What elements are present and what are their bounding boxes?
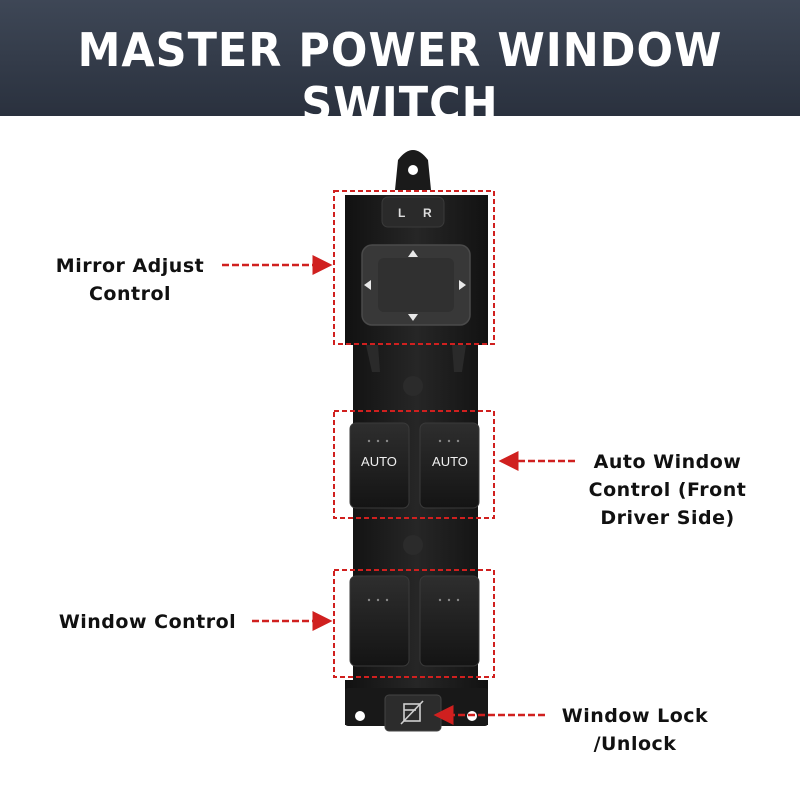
- page-title: MASTER POWER WINDOW SWITCH: [77, 23, 723, 132]
- mirror-callout-line-1: Mirror Adjust: [55, 255, 205, 277]
- lock-callout-line-2: /Unlock: [593, 733, 677, 755]
- auto-callout-line-2: Control (Front: [588, 479, 747, 501]
- auto-button-right: [419, 422, 480, 509]
- window-lock-button: [384, 694, 442, 732]
- window-lock-icon: [400, 700, 424, 725]
- window-callout-label: Window Control: [40, 608, 255, 636]
- window-callout-line-1: Window Control: [58, 611, 237, 633]
- screw-hole-left: [355, 711, 365, 721]
- lock-callout-label: Window Lock /Unlock: [550, 702, 720, 758]
- auto-label-left: AUTO: [361, 454, 397, 469]
- body-boss-1: [403, 376, 423, 396]
- window-button-right: [419, 575, 480, 667]
- arrow-left-icon: [364, 280, 371, 290]
- auto-callout-box: [333, 410, 495, 519]
- title-banner: MASTER POWER WINDOW SWITCH: [0, 0, 800, 132]
- body-boss-2: [403, 535, 423, 555]
- arrow-up-icon: [408, 250, 418, 257]
- selector-right-label: R: [423, 206, 432, 220]
- auto-callout-line-3: Driver Side): [600, 507, 735, 529]
- window-button-left: [349, 575, 410, 667]
- lock-callout-line-1: Window Lock: [561, 705, 709, 727]
- auto-callout-line-1: Auto Window: [593, 451, 742, 473]
- mirror-callout-line-2: Control: [88, 283, 172, 305]
- arrow-down-icon: [408, 314, 418, 321]
- mounting-hole: [408, 165, 418, 175]
- lr-selector: [381, 196, 445, 228]
- mirror-callout-label: Mirror Adjust Control: [40, 252, 220, 308]
- auto-label-right: AUTO: [432, 454, 468, 469]
- mirror-callout-box: [333, 190, 495, 345]
- auto-callout-label: Auto Window Control (Front Driver Side): [580, 448, 755, 532]
- selector-left-label: L: [398, 206, 405, 220]
- auto-button-left: [349, 422, 410, 509]
- window-callout-box: [333, 569, 495, 678]
- arrow-right-icon: [459, 280, 466, 290]
